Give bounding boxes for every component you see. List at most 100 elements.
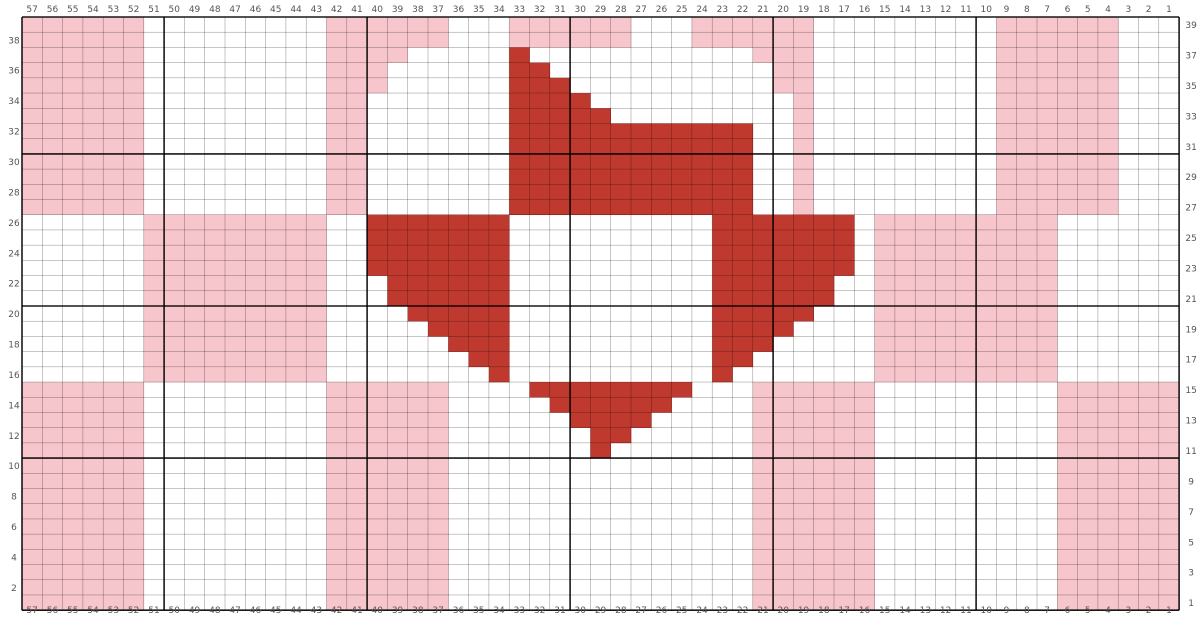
gingham-cell: [327, 47, 348, 63]
heart-cell: [387, 291, 408, 307]
gingham-cell: [996, 93, 1017, 109]
heart-cell: [651, 200, 672, 216]
gingham-cell: [42, 32, 63, 48]
gingham-cell: [83, 382, 104, 398]
gingham-cell: [996, 291, 1017, 307]
gingham-cell: [875, 245, 896, 261]
gingham-cell: [773, 47, 794, 63]
heart-cell: [550, 154, 571, 170]
gingham-cell: [1118, 534, 1139, 550]
gingham-cell: [875, 321, 896, 337]
gingham-cell: [956, 367, 977, 383]
gingham-cell: [164, 367, 185, 383]
gingham-cell: [205, 367, 226, 383]
heart-cell: [733, 200, 754, 216]
column-number-bottom: 33: [514, 606, 525, 616]
column-number-bottom: 8: [1024, 606, 1030, 616]
gingham-cell: [306, 321, 327, 337]
gingham-cell: [205, 215, 226, 231]
gingham-cell: [854, 534, 875, 550]
gingham-cell: [327, 473, 348, 489]
column-number-top: 20: [778, 5, 790, 15]
heart-cell: [631, 412, 652, 428]
gingham-cell: [854, 397, 875, 413]
column-number-bottom: 48: [209, 606, 221, 616]
heart-cell: [712, 276, 733, 292]
gingham-cell: [408, 565, 429, 581]
heart-cell: [793, 276, 814, 292]
column-number-bottom: 46: [250, 606, 262, 616]
gingham-cell: [1037, 367, 1058, 383]
column-number-top: 36: [453, 5, 465, 15]
gingham-cell: [793, 139, 814, 155]
heart-cell: [448, 276, 469, 292]
gingham-cell: [63, 200, 84, 216]
gingham-cell: [347, 428, 368, 444]
gingham-cell: [347, 580, 368, 596]
gingham-cell: [103, 154, 124, 170]
gingham-cell: [103, 139, 124, 155]
column-number-top: 47: [229, 5, 240, 15]
heart-cell: [428, 215, 449, 231]
column-number-top: 22: [737, 5, 748, 15]
gingham-cell: [103, 123, 124, 139]
gingham-cell: [936, 352, 957, 368]
gingham-cell: [63, 63, 84, 79]
gingham-cell: [773, 534, 794, 550]
gingham-cell: [225, 291, 246, 307]
gingham-cell: [42, 504, 63, 520]
gingham-cell: [306, 260, 327, 276]
gingham-cell: [367, 489, 388, 505]
gingham-cell: [936, 291, 957, 307]
gingham-cell: [124, 549, 145, 565]
heart-cell: [672, 184, 693, 200]
gingham-cell: [1037, 63, 1058, 79]
gingham-cell: [63, 549, 84, 565]
gingham-cell: [63, 519, 84, 535]
gingham-cell: [327, 412, 348, 428]
gingham-cell: [22, 565, 43, 581]
heart-cell: [712, 245, 733, 261]
heart-cell: [672, 169, 693, 185]
row-number-left: 10: [8, 462, 20, 472]
gingham-cell: [103, 93, 124, 109]
gingham-cell: [996, 78, 1017, 94]
gingham-cell: [347, 382, 368, 398]
gingham-cell: [1139, 443, 1160, 459]
gingham-cell: [936, 367, 957, 383]
heart-cell: [651, 139, 672, 155]
column-number-bottom: 2: [1146, 606, 1152, 616]
gingham-cell: [834, 412, 855, 428]
heart-cell: [611, 428, 632, 444]
column-number-top: 17: [838, 5, 849, 15]
row-number-right: 11: [1185, 447, 1196, 457]
column-number-bottom: 42: [331, 606, 342, 616]
gingham-cell: [1139, 412, 1160, 428]
column-number-bottom: 55: [67, 606, 78, 616]
gingham-cell: [976, 276, 997, 292]
column-number-top: 15: [879, 5, 890, 15]
gingham-cell: [1078, 169, 1099, 185]
row-number-right: 3: [1188, 569, 1194, 579]
gingham-cell: [1118, 428, 1139, 444]
gingham-cell: [63, 47, 84, 63]
gingham-cell: [428, 549, 449, 565]
row-number-left: 18: [8, 341, 20, 351]
gingham-cell: [1098, 489, 1119, 505]
gingham-cell: [996, 352, 1017, 368]
gingham-cell: [408, 580, 429, 596]
gingham-cell: [895, 245, 916, 261]
gingham-cell: [1078, 549, 1099, 565]
heart-cell: [489, 321, 510, 337]
gingham-cell: [1037, 260, 1058, 276]
gingham-cell: [895, 215, 916, 231]
gingham-cell: [347, 443, 368, 459]
gingham-cell: [103, 169, 124, 185]
row-number-right: 27: [1185, 204, 1196, 214]
gingham-cell: [306, 367, 327, 383]
heart-cell: [692, 123, 713, 139]
gingham-cell: [347, 397, 368, 413]
heart-cell: [570, 184, 591, 200]
heart-cell: [570, 397, 591, 413]
gingham-cell: [63, 565, 84, 581]
